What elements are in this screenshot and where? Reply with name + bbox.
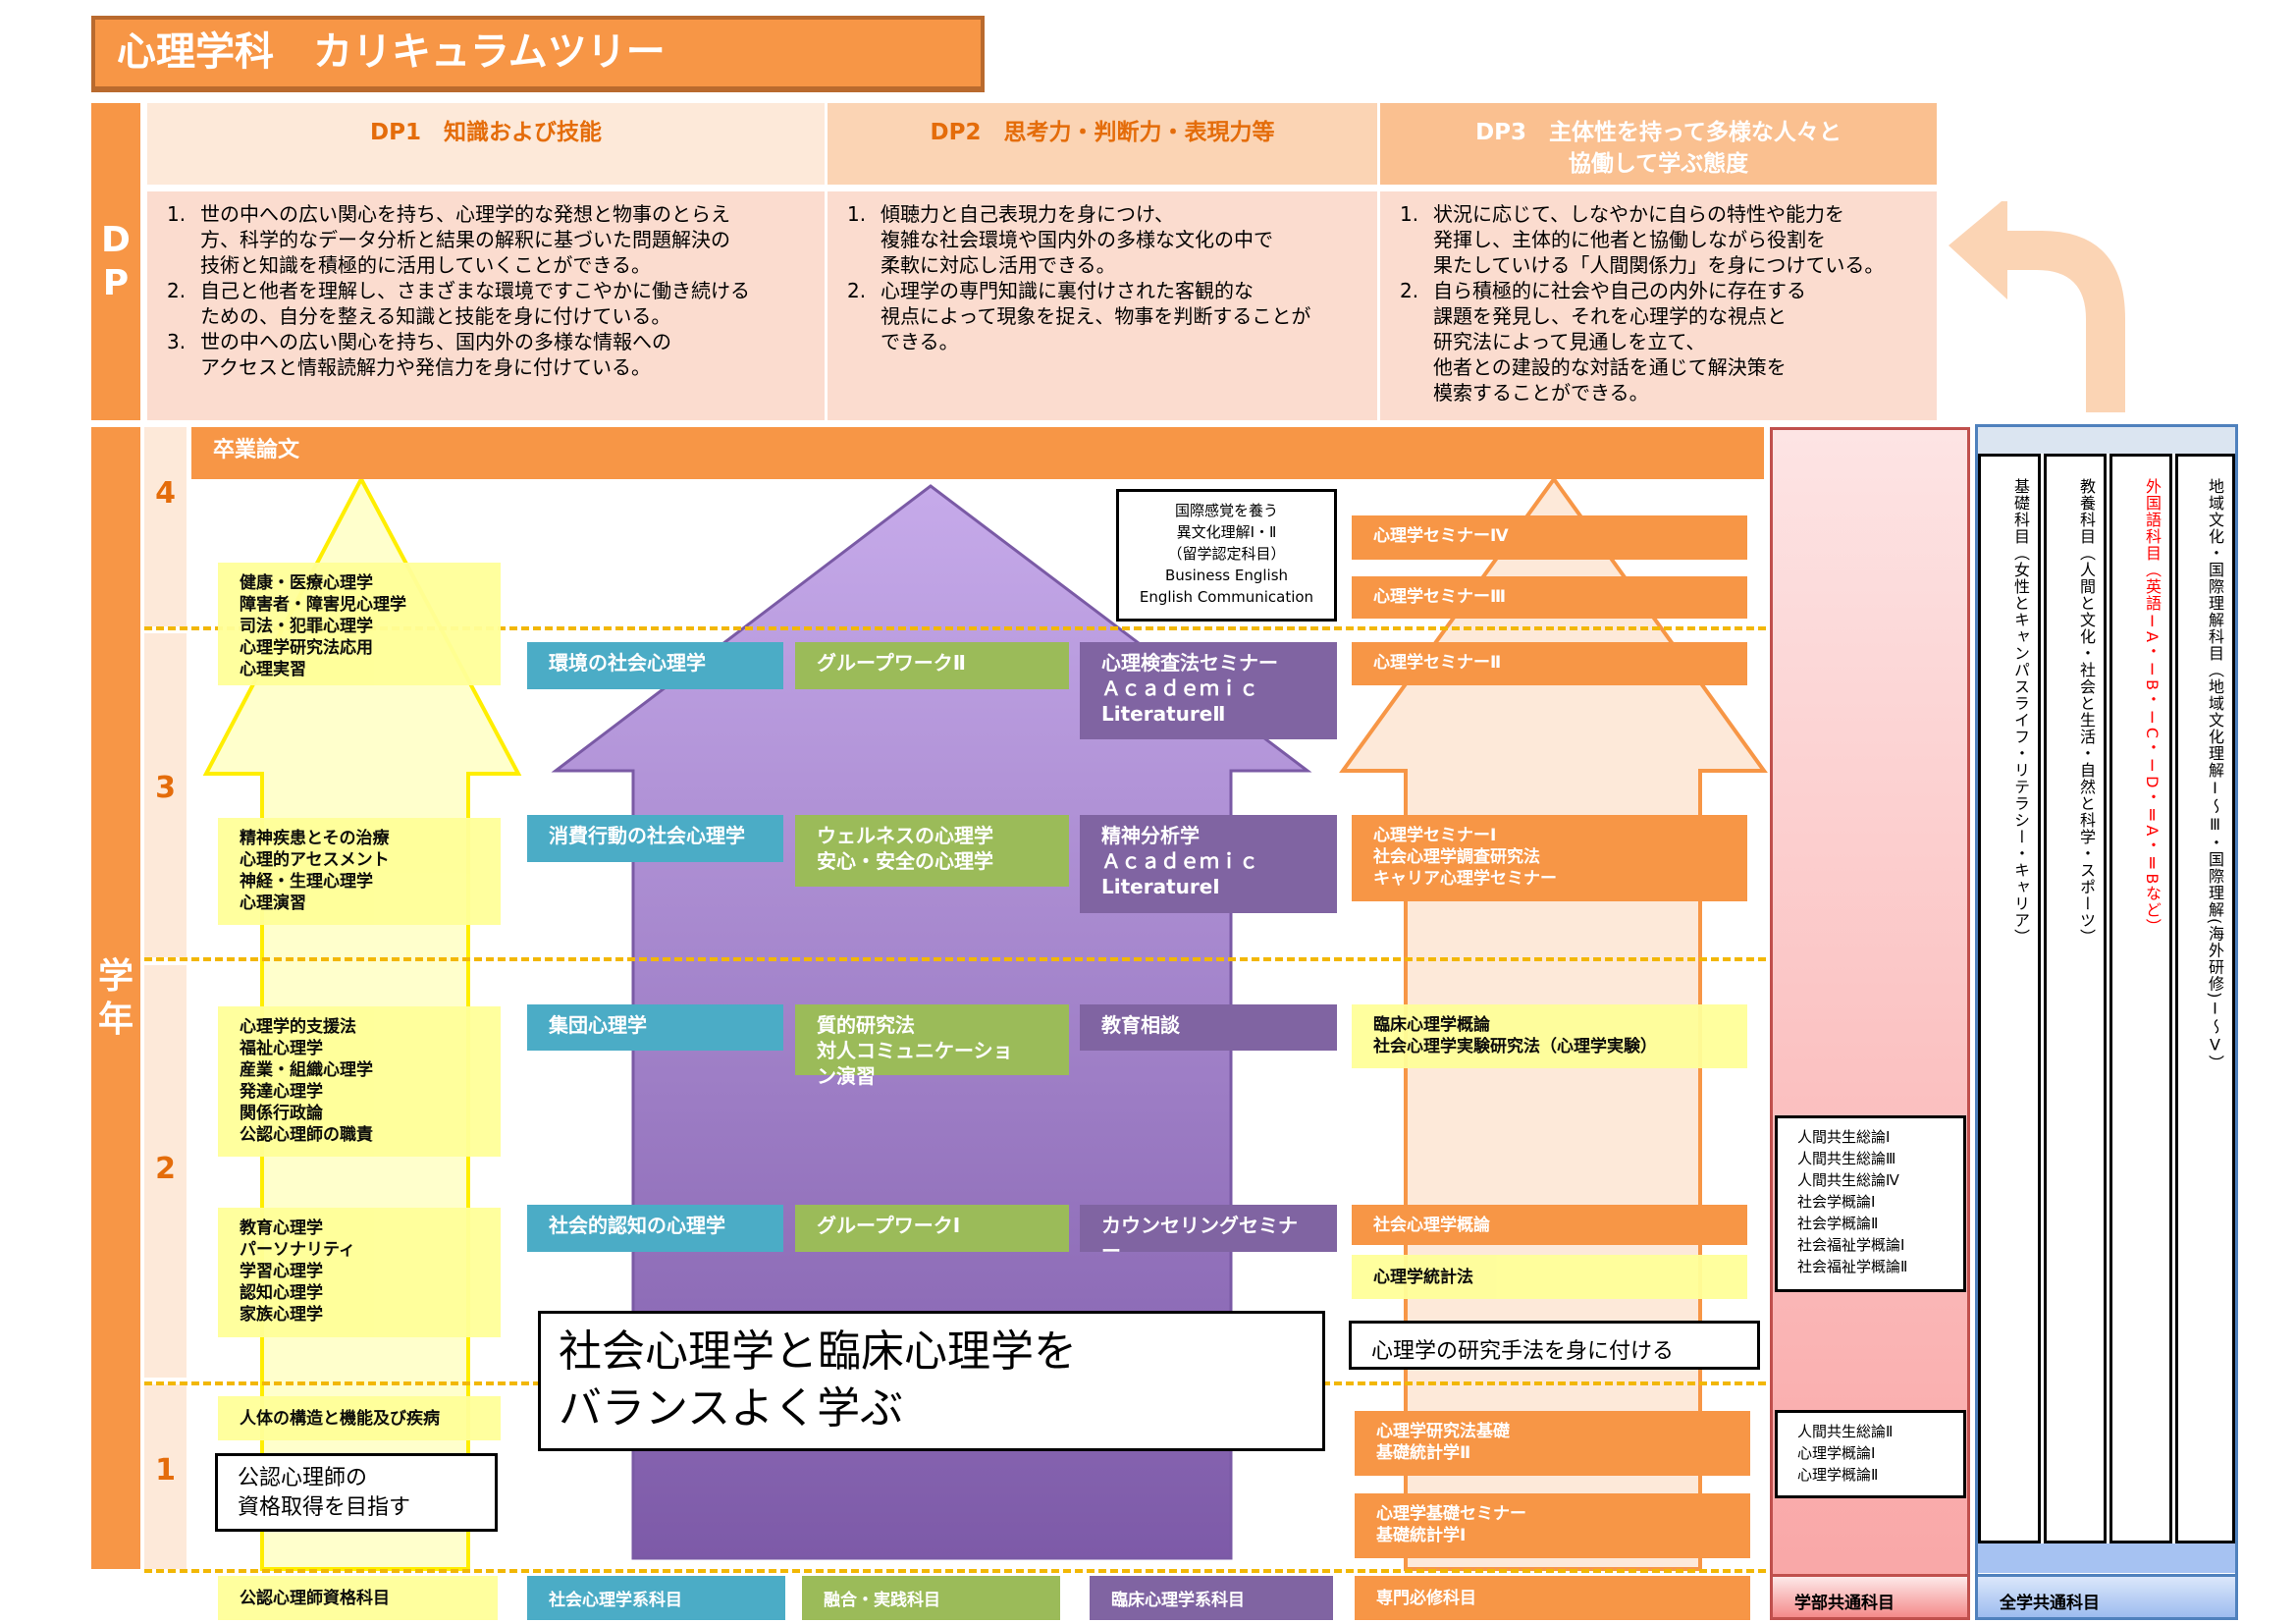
- grade-side-label: 学 年: [91, 427, 140, 1569]
- required-footer-label: 専門必修科目: [1355, 1576, 1750, 1620]
- dp1-body: 1. 世の中への広い関心を持ち、心理学的な発想と物事のとらえ 方、科学的なデータ分…: [147, 191, 825, 420]
- fusion-footer-label: 融合・実践科目: [802, 1576, 1060, 1620]
- item-text: 自ら積極的に社会や自己の内外に存在する 課題を発見し、それを心理学的な視点と 研…: [1433, 279, 1806, 405]
- dp2-item: 2. 心理学の専門知識に裏付けされた客観的な 視点によって現象を捉え、物事を判断す…: [847, 278, 1363, 354]
- year-divider: [144, 1569, 1966, 1573]
- dp1-item: 1. 世の中への広い関心を持ち、心理学的な発想と物事のとらえ 方、科学的なデータ分…: [167, 201, 811, 278]
- licensed-course-box: 心理学的支援法 福祉心理学 産業・組織心理学 発達心理学 関係行政論 公認心理師…: [218, 1006, 501, 1157]
- dp3-body: 1. 状況に応じて、しなやかに自らの特性や能力を 発揮し、主体的に他者と協働しなが…: [1380, 191, 1937, 420]
- licensed-goal-box: 公認心理師の 資格取得を目指す: [215, 1453, 498, 1532]
- social-footer-label: 社会心理学系科目: [527, 1576, 785, 1620]
- fusion-course-box: グループワークⅠ: [795, 1205, 1069, 1252]
- dp3-item: 2. 自ら積極的に社会や自己の内外に存在する 課題を発見し、それを心理学的な視点と…: [1400, 278, 1923, 406]
- item-number: 1.: [847, 202, 867, 226]
- year-4-label: 4: [144, 427, 187, 626]
- year-divider: [144, 626, 1966, 630]
- item-number: 1.: [1400, 202, 1419, 226]
- required-course-box: 心理学セミナーⅣ: [1352, 515, 1747, 560]
- dp1-item: 2. 自己と他者を理解し、さまざまな環境ですこやかに働き続ける ための、自分を整え…: [167, 278, 811, 329]
- university-column-liberal-arts: 教養科目（人間と文化・社会と生活・自然と科学・スポーツ）: [2044, 454, 2107, 1543]
- dp2-item: 1. 傾聴力と自己表現力を身につけ、 複雑な社会環境や国内外の多様な文化の中で 柔…: [847, 201, 1363, 278]
- university-column-regional-culture: 地域文化・国際理解科目（地域文化理解Ⅰ～Ⅲ・国際理解(海外研修)Ⅰ～Ⅴ）: [2175, 454, 2235, 1543]
- required-course-box: 心理学セミナーⅢ: [1352, 576, 1747, 619]
- item-text: 世の中への広い関心を持ち、心理学的な発想と物事のとらえ 方、科学的なデータ分析と…: [200, 202, 730, 277]
- fusion-course-box: 質的研究法 対人コミュニケーショ ン演習: [795, 1004, 1069, 1088]
- required-course-box: 臨床心理学概論 社会心理学実験研究法（心理学実験）: [1352, 1004, 1747, 1068]
- dp2-body: 1. 傾聴力と自己表現力を身につけ、 複雑な社会環境や国内外の多様な文化の中で 柔…: [828, 191, 1377, 420]
- clinical-course-box: 教育相談: [1080, 1004, 1337, 1051]
- university-bottom-band: [1978, 1543, 2235, 1573]
- required-course-box: 心理学セミナーⅡ: [1352, 642, 1747, 685]
- clinical-course-box: 心理検査法セミナー Ａｃａｄｅｍｉｃ LiteratureⅡ: [1080, 642, 1337, 739]
- social-course-box: 消費行動の社会心理学: [527, 815, 783, 862]
- fusion-course-box: ウェルネスの心理学 安心・安全の心理学: [795, 815, 1069, 887]
- university-column-basic: 基礎科目（女性とキャンパスライフ・リテラシー・キャリア）: [1978, 454, 2041, 1543]
- licensed-footer-label: 公認心理師資格科目: [218, 1576, 498, 1620]
- faculty-common-lower-box: 人間共生総論Ⅱ 心理学概論Ⅰ 心理学概論Ⅱ: [1775, 1410, 1966, 1498]
- item-text: 心理学の専門知識に裏付けされた客観的な 視点によって現象を捉え、物事を判断するこ…: [881, 279, 1311, 353]
- item-number: 1.: [167, 202, 187, 226]
- item-text: 状況に応じて、しなやかに自らの特性や能力を 発揮し、主体的に他者と協働しながら役…: [1433, 202, 1885, 277]
- year-3-label: 3: [144, 633, 187, 957]
- required-course-box: 心理学基礎セミナー 基礎統計学Ⅰ: [1355, 1493, 1750, 1558]
- university-common-footer-label: 全学共通科目: [1978, 1574, 2235, 1617]
- required-course-box: 心理学統計法: [1352, 1255, 1747, 1299]
- curved-up-arrow-icon: [1949, 201, 2125, 412]
- clinical-course-box: カウンセリングセミナ ー: [1080, 1205, 1337, 1263]
- social-course-box: 集団心理学: [527, 1004, 783, 1051]
- faculty-common-upper-box: 人間共生総論Ⅰ 人間共生総論Ⅲ 人間共生総論Ⅳ 社会学概論Ⅰ 社会学概論Ⅱ 社会…: [1775, 1115, 1966, 1292]
- balance-message-box: 社会心理学と臨床心理学を バランスよく学ぶ: [538, 1311, 1325, 1451]
- clinical-course-box: 精神分析学 Ａｃａｄｅｍｉｃ LiteratureⅠ: [1080, 815, 1337, 913]
- dp3-header: DP3 主体性を持って多様な人々と 協働して学ぶ態度: [1380, 103, 1937, 185]
- social-course-box: 環境の社会心理学: [527, 642, 783, 689]
- research-method-message: 心理学の研究手法を身に付ける: [1349, 1321, 1760, 1370]
- year-2-label: 2: [144, 965, 187, 1378]
- item-number: 2.: [167, 279, 187, 302]
- licensed-course-box: 健康・医療心理学 障害者・障害児心理学 司法・犯罪心理学 心理学研究法応用 心理…: [218, 563, 501, 685]
- faculty-common-footer-label: 学部共通科目: [1773, 1574, 1967, 1617]
- item-text: 自己と他者を理解し、さまざまな環境ですこやかに働き続ける ための、自分を整える知…: [200, 279, 750, 328]
- fusion-course-box: グループワークⅡ: [795, 642, 1069, 689]
- university-column-foreign-language: 外国語科目（英語ⅠA・ⅠB・ⅠC・ⅠD・ⅡA・ⅡBなど）: [2109, 454, 2172, 1543]
- licensed-course-box: 人体の構造と機能及び疾病: [218, 1396, 501, 1440]
- licensed-course-box: 精神疾患とその治療 心理的アセスメント 神経・生理心理学 心理演習: [218, 818, 501, 925]
- item-number: 2.: [1400, 279, 1419, 302]
- required-course-box: 社会心理学概論: [1352, 1205, 1747, 1245]
- dp1-item: 3. 世の中への広い関心を持ち、国内外の多様な情報への アクセスと情報読解力や発信…: [167, 329, 811, 380]
- thesis-bar: 卒業論文: [191, 427, 1764, 479]
- item-text: 傾聴力と自己表現力を身につけ、 複雑な社会環境や国内外の多様な文化の中で 柔軟に…: [881, 202, 1273, 277]
- dp2-header: DP2 思考力・判断力・表現力等: [828, 103, 1377, 185]
- item-text: 世の中への広い関心を持ち、国内外の多様な情報への アクセスと情報読解力や発信力を…: [200, 330, 671, 379]
- year-divider: [144, 957, 1966, 961]
- curved-arrow-shape: [1949, 201, 2125, 412]
- international-box: 国際感覚を養う 異文化理解Ⅰ・Ⅱ （留学認定科目） Business Engli…: [1116, 489, 1337, 622]
- required-course-box: 心理学セミナーⅠ 社会心理学調査研究法 キャリア心理学セミナー: [1352, 815, 1747, 901]
- item-number: 3.: [167, 330, 187, 353]
- licensed-course-box: 教育心理学 パーソナリティ 学習心理学 認知心理学 家族心理学: [218, 1208, 501, 1337]
- dp1-header: DP1 知識および技能: [147, 103, 825, 185]
- dp-side-label: D P: [91, 103, 140, 420]
- social-course-box: 社会的認知の心理学: [527, 1205, 783, 1252]
- dp3-item: 1. 状況に応じて、しなやかに自らの特性や能力を 発揮し、主体的に他者と協働しなが…: [1400, 201, 1923, 278]
- university-top-band: [1978, 427, 2235, 454]
- required-course-box: 心理学研究法基礎 基礎統計学Ⅱ: [1355, 1411, 1750, 1476]
- clinical-footer-label: 臨床心理学系科目: [1090, 1576, 1333, 1620]
- page-title: 心理学科 カリキュラムツリー: [91, 16, 985, 92]
- year-1-label: 1: [144, 1384, 187, 1569]
- item-number: 2.: [847, 279, 867, 302]
